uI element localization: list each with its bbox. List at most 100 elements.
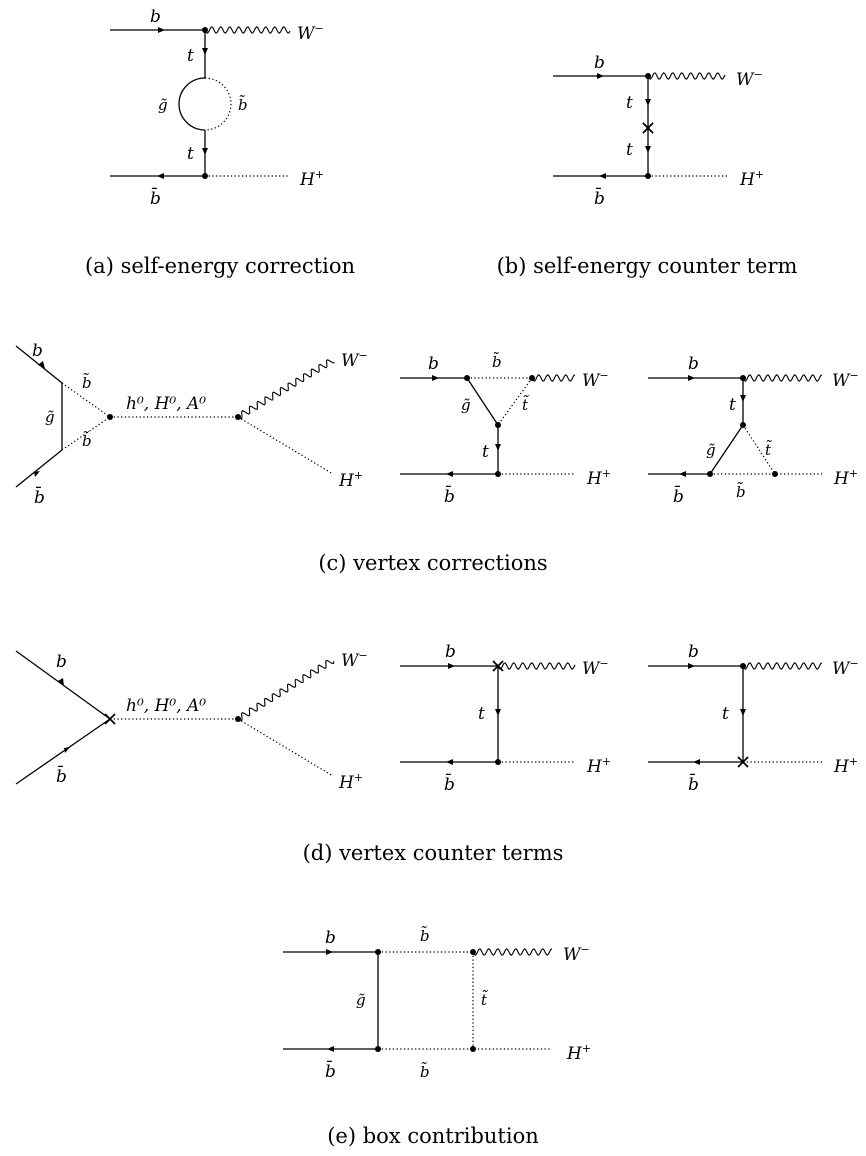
arrow-icon [679,471,686,477]
label-t: t [722,704,729,724]
arrow-icon [34,471,40,477]
label-bbar: b̄ [594,186,605,209]
label-gluino: g̃ [461,396,471,414]
arrow-icon [597,73,604,79]
charged-higgs-line [237,718,334,777]
label-stop: t̃ [522,395,529,414]
label-h-plus: H+ [338,469,363,491]
charged-higgs-line [237,416,334,475]
label-w-minus: W− [582,657,609,679]
label-sbottom: b̃ [420,1062,430,1081]
vertex-dot-icon [495,471,501,477]
label-sbottom: b̃ [736,482,746,501]
label-t: t [729,395,736,415]
arrow-icon [645,99,651,106]
vertex-dot-icon [495,422,501,428]
label-w-minus: W− [563,943,590,965]
label-h-plus: H+ [833,467,858,489]
label-bbar: b̄ [444,772,455,795]
label-gluino: g̃ [158,96,168,114]
label-b: b [56,652,67,672]
arrow-icon [688,375,695,381]
w-boson-line [204,26,291,34]
arrow-icon [38,361,45,369]
label-t: t [482,442,489,462]
label-sbottom: b̃ [82,373,92,392]
caption-c: (c) vertex corrections [318,551,547,575]
label-sbottom: b̃ [82,431,92,450]
w-boson-line [647,72,726,80]
label-h-plus: H+ [338,771,363,793]
vertex-dot-icon [529,375,535,381]
label-b: b [325,928,336,948]
label-neutral-higgs: h⁰, H⁰, A⁰ [126,696,206,716]
label-w-minus: W− [736,68,763,90]
caption-b: (b) self-energy counter term [497,254,798,278]
diagram-d3-h-vertex-counter-term: b W− t b̄ H+ [648,642,859,795]
diagram-c3-h-vertex-correction: b W− t g̃ t̃ b̄ b̃ H+ [648,354,859,507]
vertex-dot-icon [464,375,470,381]
arrow-icon [157,173,164,179]
w-boson-line [497,662,576,670]
vertex-dot-icon [202,27,208,33]
stop-line [742,424,776,475]
arrow-icon [58,678,64,686]
label-t: t [478,704,485,724]
label-t: t [626,140,633,160]
label-h-plus: H+ [586,755,611,777]
vertex-dot-icon [495,759,501,765]
caption-a: (a) self-energy correction [85,254,355,278]
label-t: t [187,144,194,164]
vertex-dot-icon [107,414,113,420]
caption-d: (d) vertex counter terms [303,841,564,865]
label-stop: t̃ [481,990,488,1009]
vertex-dot-icon [375,1046,381,1052]
label-bbar: b̄ [150,186,161,209]
diagram-d1-neutral-higgs-counter-term: b b̄ h⁰, H⁰, A⁰ W− H+ [15,649,368,793]
bbar-quark-line [15,449,63,488]
label-neutral-higgs: h⁰, H⁰, A⁰ [126,394,206,414]
arrow-icon [432,375,439,381]
label-b: b [428,354,439,374]
label-w-minus: W− [832,369,859,391]
label-sbottom: b̃ [492,352,502,371]
arrow-icon [599,173,606,179]
vertex-dot-icon [470,1046,476,1052]
arrow-icon [202,48,208,55]
bbar-quark-line [15,718,111,785]
label-bbar: b̄ [673,484,684,507]
sbottom-line [61,382,111,418]
diagram-b-self-energy-counter-term: b W− t t b̄ H+ (b) self-energy counter t… [497,53,798,278]
vertex-dot-icon [375,949,381,955]
sbottom-line [61,416,111,451]
label-h-plus: H+ [566,1042,591,1064]
arrow-icon [158,27,165,33]
vertex-dot-icon [645,173,651,179]
stop-line [497,377,533,426]
label-bbar: b̄ [444,484,455,507]
label-w-minus: W− [341,349,368,371]
label-gluino: g̃ [706,441,716,459]
vertex-dot-icon [740,375,746,381]
vertex-dot-icon [470,949,476,955]
label-h-plus: H+ [586,467,611,489]
gluino-loop-line [178,77,206,131]
arrow-icon [326,949,333,955]
arrow-icon [495,709,501,716]
label-bbar: b̄ [56,764,67,787]
vertex-dot-icon [235,414,241,420]
label-b: b [32,341,43,361]
label-gluino: g̃ [356,991,366,1009]
label-t: t [626,93,633,113]
label-bbar: b̄ [34,485,45,508]
label-w-minus: W− [582,369,609,391]
arrow-icon [740,395,746,402]
w-boson-line [237,659,335,721]
vertex-dot-icon [740,422,746,428]
vertex-dot-icon [202,173,208,179]
vertex-dot-icon [707,471,713,477]
arrow-icon [327,1046,334,1052]
arrow-icon [202,148,208,155]
